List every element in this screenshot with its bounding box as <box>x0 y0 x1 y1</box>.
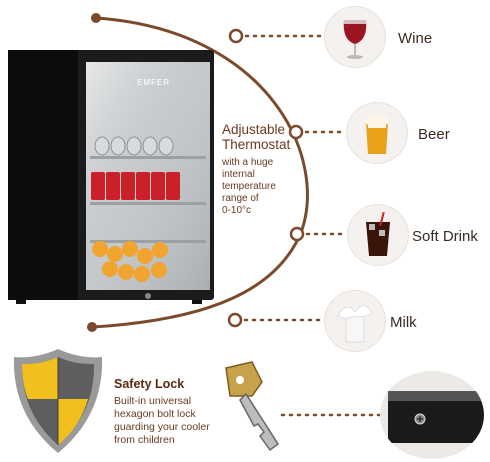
mini-fridge-image <box>8 50 214 304</box>
soft-drink-icon <box>347 204 409 266</box>
milk-splash-icon <box>324 290 386 352</box>
safety-desc-line: Built-in universal <box>114 395 192 407</box>
safety-lock-title: Safety Lock <box>114 377 185 391</box>
drink-label-beer: Beer <box>418 126 450 143</box>
thermostat-info: Adjustable Thermostat with a huge intern… <box>222 122 302 217</box>
key-icon <box>225 361 280 452</box>
thermostat-title-line2: Thermostat <box>222 137 291 152</box>
safety-lock-info: Safety Lock Built-in universal hexagon b… <box>114 377 229 447</box>
thermostat-desc-line: 0-10°c <box>222 205 252 216</box>
lock-closeup-image <box>380 371 484 459</box>
thermostat-desc-line: internal <box>222 169 255 180</box>
thermostat-desc-line: range of <box>222 193 259 204</box>
drink-label-soft-drink: Soft Drink <box>412 228 478 245</box>
beer-glass-icon <box>346 102 408 164</box>
fridge-brand-mark: EMFER <box>137 78 170 87</box>
safety-desc-line: hexagon bolt lock <box>114 408 196 420</box>
wine-glass-icon <box>324 6 386 68</box>
thermostat-title-line1: Adjustable <box>222 122 286 137</box>
safety-desc-line: from children <box>114 434 175 446</box>
thermostat-desc-line: with a huge <box>222 157 274 168</box>
shield-icon <box>13 349 103 453</box>
thermostat-desc-line: temperature <box>222 181 276 192</box>
drink-label-milk: Milk <box>390 314 417 331</box>
safety-desc-line: guarding your cooler <box>114 421 210 433</box>
drink-label-wine: Wine <box>398 30 433 47</box>
